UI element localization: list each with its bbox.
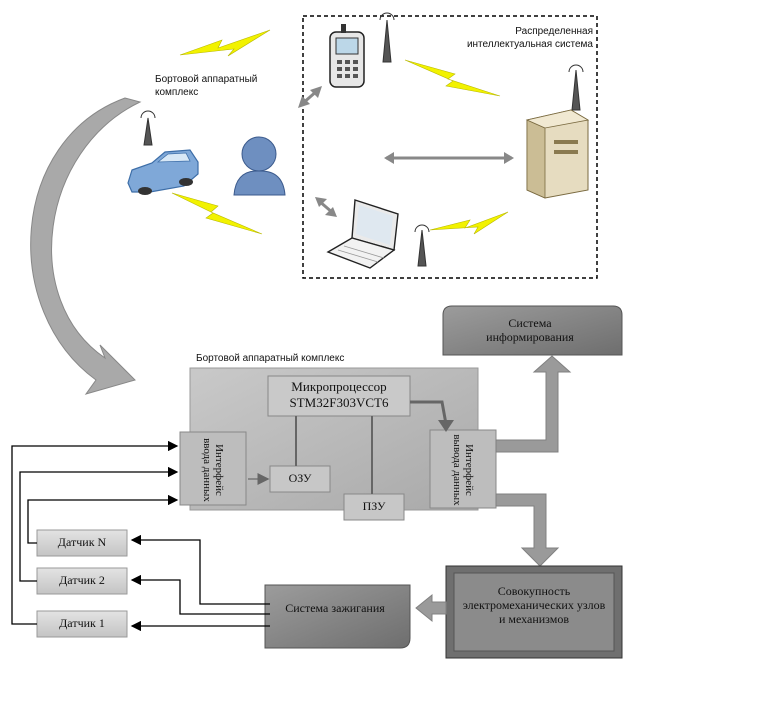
antenna-icon — [379, 12, 395, 63]
sensor-2-block — [36, 567, 128, 595]
double-arrow-icon — [298, 86, 322, 108]
car-icon — [127, 149, 199, 195]
laptop-icon — [326, 199, 399, 269]
person-icon — [233, 136, 286, 196]
lightning-icon — [179, 29, 271, 57]
server-icon — [525, 109, 590, 199]
ram-label: ОЗУ — [288, 471, 312, 485]
antenna-icon — [414, 224, 430, 267]
sensor-2-label: Датчик 2 — [59, 573, 105, 587]
sensor-n-block — [36, 529, 128, 557]
antenna-icon — [568, 64, 584, 111]
informing-system-label: Система информирования — [486, 316, 574, 344]
output-interface-label: Интерфейс вывода данных — [451, 434, 475, 506]
phone-icon — [329, 24, 365, 88]
lightning-icon — [171, 192, 263, 235]
rom-block — [343, 493, 405, 521]
mcu-model-label: STM32F303VCT6 — [289, 395, 389, 410]
antenna-icon — [140, 110, 156, 146]
onboard-complex-label-top: Бортовой аппаратный комплекс — [155, 74, 258, 98]
sensor-1-label: Датчик 1 — [59, 616, 105, 630]
onboard-complex-title: Бортовой аппаратный комплекс — [196, 353, 345, 364]
double-arrow-icon — [315, 197, 337, 217]
electromech-label: Совокупность электромеханических узлов и… — [462, 584, 606, 626]
distributed-system-label: Распределенная интеллектуальная система — [466, 26, 593, 50]
output-interface-block — [429, 429, 497, 509]
arrow-to-ignition — [415, 593, 447, 623]
informing-system-block — [442, 305, 623, 356]
lightning-icon — [429, 211, 509, 235]
double-arrow-icon — [384, 152, 514, 164]
arrow-to-electromech — [495, 493, 560, 567]
input-interface-label: Интерфейс ввода данных — [201, 438, 225, 502]
rom-label: ПЗУ — [362, 499, 386, 513]
arrow-to-informing — [495, 355, 572, 453]
distributed-system-frame — [302, 15, 598, 279]
ram-block — [269, 465, 331, 493]
microprocessor-block — [267, 375, 411, 417]
input-interface-block — [179, 431, 247, 506]
lightning-icon — [404, 59, 501, 97]
sensor-n-label: Датчик N — [57, 535, 107, 549]
ignition-system-block — [264, 584, 411, 649]
microprocessor-label: Микропроцессор — [291, 379, 387, 394]
ignition-system-label: Система зажигания — [285, 601, 385, 615]
curved-arrow — [30, 97, 142, 395]
